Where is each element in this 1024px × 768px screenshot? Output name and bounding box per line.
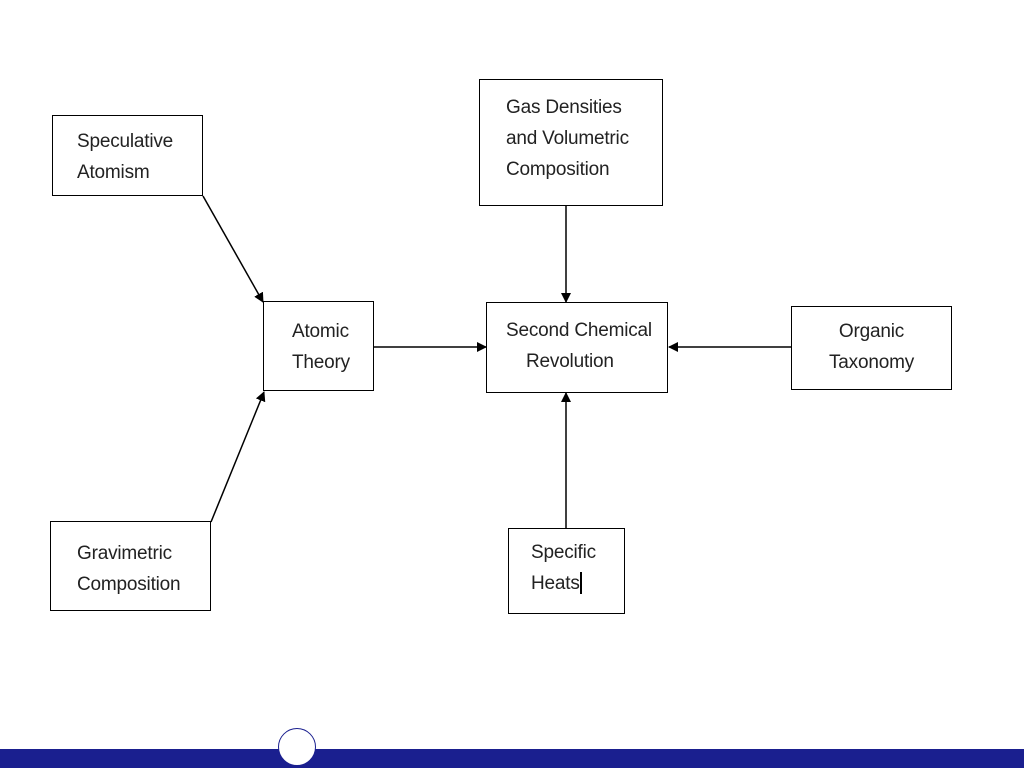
node-gas-densities-line-2: and Volumetric (506, 128, 629, 149)
text-cursor (580, 572, 582, 594)
node-gravimetric-composition-line-2: Composition (77, 574, 181, 595)
node-specific-heats-line-1: Specific (531, 542, 596, 563)
footer-circle-icon (278, 728, 316, 766)
node-atomic-theory: Atomic Theory (263, 301, 374, 391)
node-atomic-theory-line-1: Atomic (292, 321, 349, 342)
node-speculative-atomism: Speculative Atomism (52, 115, 203, 196)
node-second-chemical-revolution: Second Chemical Revolution (486, 302, 668, 393)
node-speculative-atomism-line-2: Atomism (77, 162, 150, 183)
node-organic-taxonomy-line-2: Taxonomy (829, 352, 914, 373)
node-organic-taxonomy-line-1: Organic (838, 321, 905, 342)
node-gas-densities-line-1: Gas Densities (506, 97, 622, 118)
node-specific-heats: Specific Heats (508, 528, 625, 614)
node-speculative-atomism-line-1: Speculative (77, 131, 174, 152)
node-gravimetric-composition: Gravimetric Composition (50, 521, 211, 611)
node-gas-densities-line-3: Composition (506, 159, 610, 180)
node-second-chemical-revolution-line-2: Revolution (526, 351, 614, 372)
node-specific-heats-line-2: Heats (531, 573, 580, 594)
footer-bar (0, 749, 1024, 768)
node-atomic-theory-line-2: Theory (292, 352, 350, 373)
edge-speculative-atomism-to-atomic-theory (202, 195, 264, 303)
node-second-chemical-revolution-line-1: Second Chemical (506, 320, 652, 341)
node-gas-densities-and-volumetric-composition: Gas Densities and Volumetric Composition (479, 79, 663, 206)
edge-gravimetric-composition-to-atomic-theory (210, 391, 266, 523)
node-gravimetric-composition-line-1: Gravimetric (77, 543, 172, 564)
node-organic-taxonomy: Organic Taxonomy (791, 306, 952, 390)
